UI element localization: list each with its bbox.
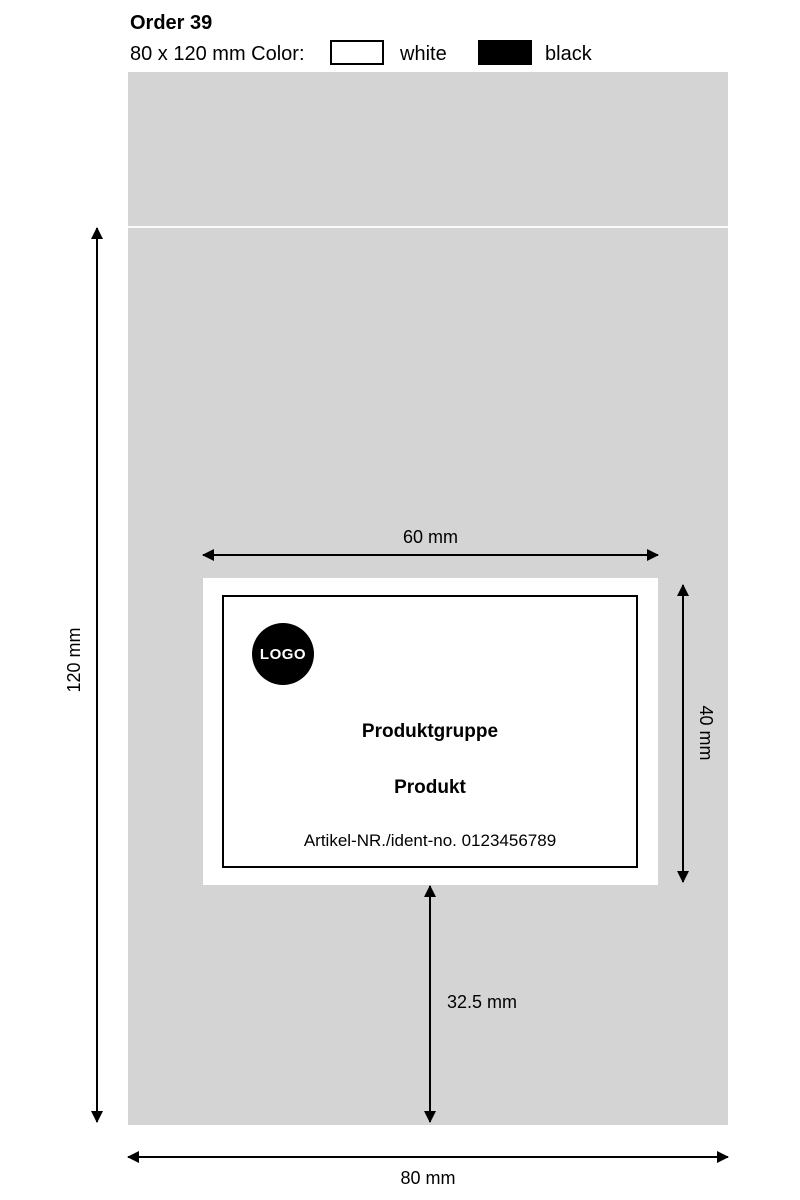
label-height-arrow — [677, 584, 689, 883]
package-height-dimension: 120 mm — [64, 627, 84, 693]
label-width-arrow — [202, 549, 659, 561]
package-height-arrow — [91, 227, 103, 1123]
label-width-dimension: 60 mm — [402, 527, 458, 547]
article-number-text: Artikel-NR./ident-no. 0123456789 — [303, 831, 557, 850]
white-color-swatch — [330, 40, 384, 65]
black-swatch-label: black — [545, 43, 592, 65]
package-width-dimension: 80 mm — [400, 1168, 456, 1188]
printed-label: LOGO Produktgruppe Produkt Artikel-NR./i… — [222, 595, 638, 868]
bottom-offset-arrow — [424, 885, 436, 1123]
product-text: Produkt — [394, 777, 466, 798]
logo-text: LOGO — [259, 645, 307, 663]
white-swatch-label: white — [400, 43, 447, 65]
order-title: Order 39 — [130, 12, 213, 34]
logo-placeholder: LOGO — [252, 623, 314, 685]
black-color-swatch — [478, 40, 532, 65]
package-flap-line — [128, 226, 728, 228]
package-width-arrow — [127, 1151, 729, 1163]
label-height-dimension: 40 mm — [696, 705, 716, 761]
bottom-offset-dimension: 32.5 mm — [447, 992, 518, 1012]
size-color-label: 80 x 120 mm Color: — [130, 43, 305, 65]
product-group-text: Produktgruppe — [361, 721, 499, 742]
